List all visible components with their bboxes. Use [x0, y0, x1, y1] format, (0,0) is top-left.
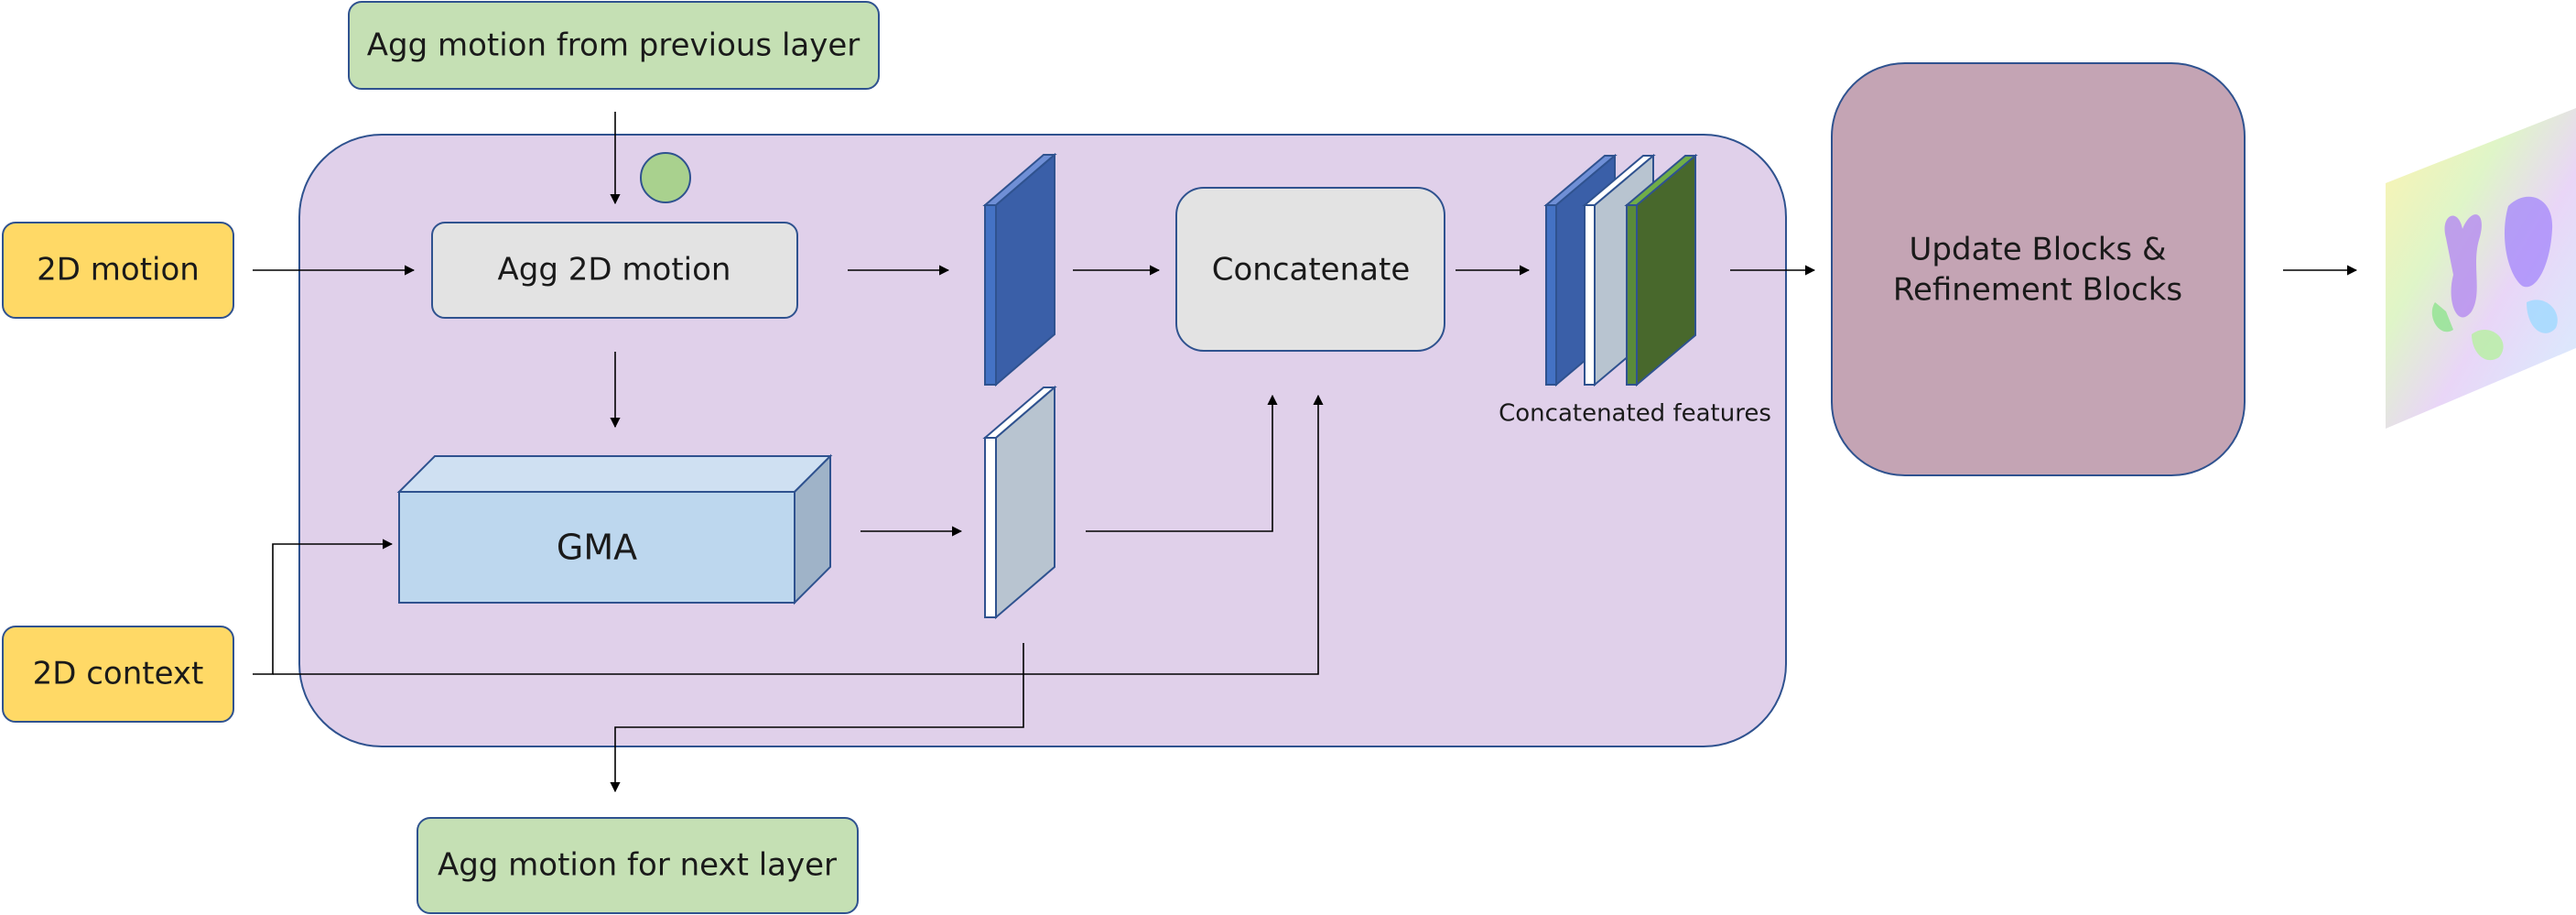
context-feature-map: [982, 385, 1057, 620]
motion-feature-map: [982, 152, 1057, 387]
motion-2d-label: 2D motion: [37, 252, 200, 289]
arrow-context-to-gma: [253, 539, 394, 675]
next-layer-label: Agg motion for next layer: [438, 847, 837, 884]
concatenated-features-stack: [1543, 153, 1698, 387]
green-dot: [640, 152, 691, 203]
agg-2d-motion-label: Agg 2D motion: [498, 252, 731, 289]
next-layer-node: Agg motion for next layer: [417, 817, 859, 914]
context-2d-node: 2D context: [2, 626, 234, 723]
update-refinement-node: Update Blocks & Refinement Blocks: [1831, 62, 2246, 476]
arrow-context-to-concat: [273, 394, 1324, 675]
arrow-to-next-layer: [610, 643, 1024, 793]
prev-layer-node: Agg motion from previous layer: [348, 1, 880, 90]
flow-output-image: [2386, 108, 2576, 429]
update-label-line2: Refinement Blocks: [1893, 272, 2182, 309]
context-2d-label: 2D context: [33, 656, 204, 692]
concatenate-node: Concatenate: [1175, 187, 1445, 352]
agg-2d-motion-node: Agg 2D motion: [431, 222, 798, 319]
connectors: [253, 112, 2358, 793]
motion-2d-node: 2D motion: [2, 222, 234, 319]
concatenate-label: Concatenate: [1212, 252, 1411, 289]
gma-node: GMA: [396, 453, 833, 605]
update-label-line1: Update Blocks &: [1910, 232, 2167, 268]
arrow-feature-to-concat-2: [1086, 394, 1278, 532]
prev-layer-label: Agg motion from previous layer: [367, 27, 860, 64]
concatenated-features-label: Concatenated features: [1499, 400, 1771, 428]
gma-label: GMA: [557, 528, 637, 568]
